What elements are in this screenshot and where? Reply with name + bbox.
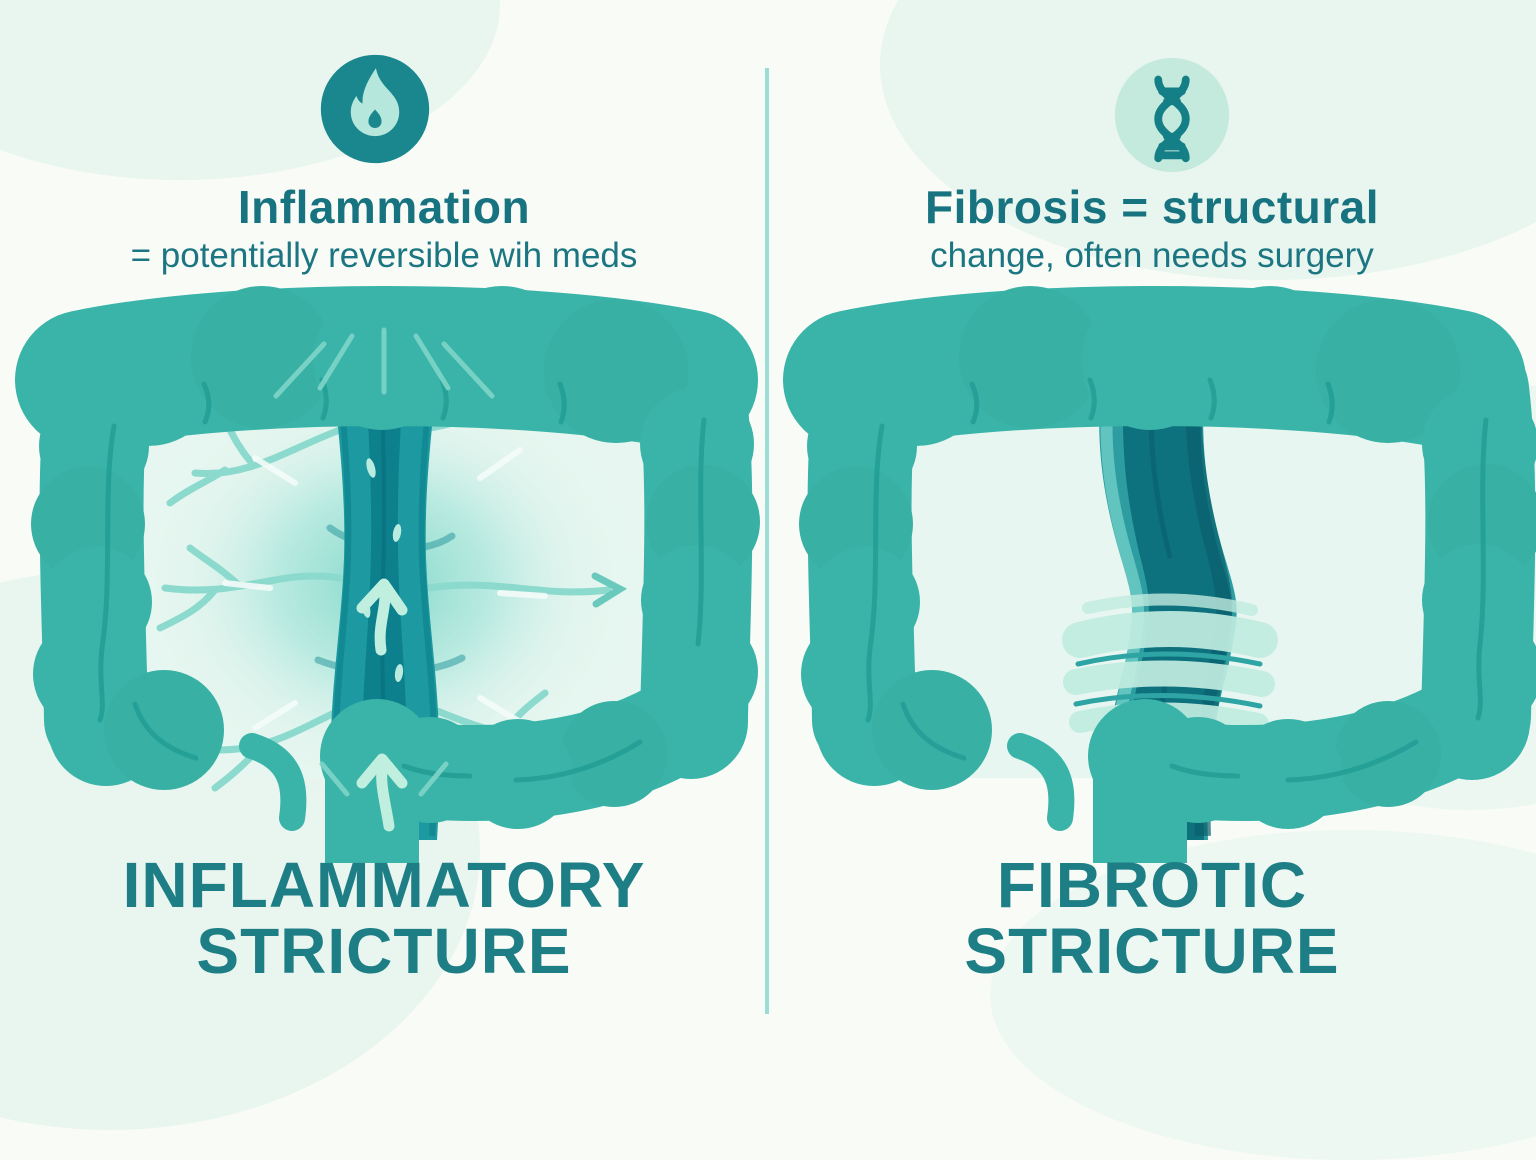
left-panel-title: Inflammation	[237, 181, 531, 233]
right-label-line2: STRICTURE	[964, 915, 1340, 987]
right-panel-title: Fibrosis = structural	[924, 181, 1379, 233]
dna-icon	[1113, 56, 1231, 179]
haustra-creases	[865, 377, 1489, 783]
flow-arrow-right	[591, 572, 628, 608]
junction-fan-lines	[273, 327, 495, 797]
left-panel-subtitle: = potentially reversible wih meds	[130, 236, 638, 275]
panel-divider	[765, 68, 769, 1014]
left-label-line1: INFLAMMATORY	[122, 849, 646, 921]
appendix	[1007, 733, 1075, 831]
colon-illustration-fibrotic	[783, 286, 1536, 863]
flame-icon	[318, 52, 432, 171]
right-panel-label: FIBROTIC STRICTURE	[768, 852, 1536, 984]
left-panel-label: INFLAMMATORY STRICTURE	[0, 852, 768, 984]
appendix	[239, 733, 307, 831]
glow-rays	[222, 447, 548, 731]
colon-frame	[783, 286, 1536, 863]
left-label-line2: STRICTURE	[196, 915, 572, 987]
colon-illustration-inflammatory	[15, 286, 760, 863]
right-label-line1: FIBROTIC	[996, 849, 1308, 921]
haustra-creases	[97, 377, 707, 783]
right-panel-subtitle: change, often needs surgery	[930, 236, 1374, 275]
upward-arrows	[356, 578, 408, 832]
